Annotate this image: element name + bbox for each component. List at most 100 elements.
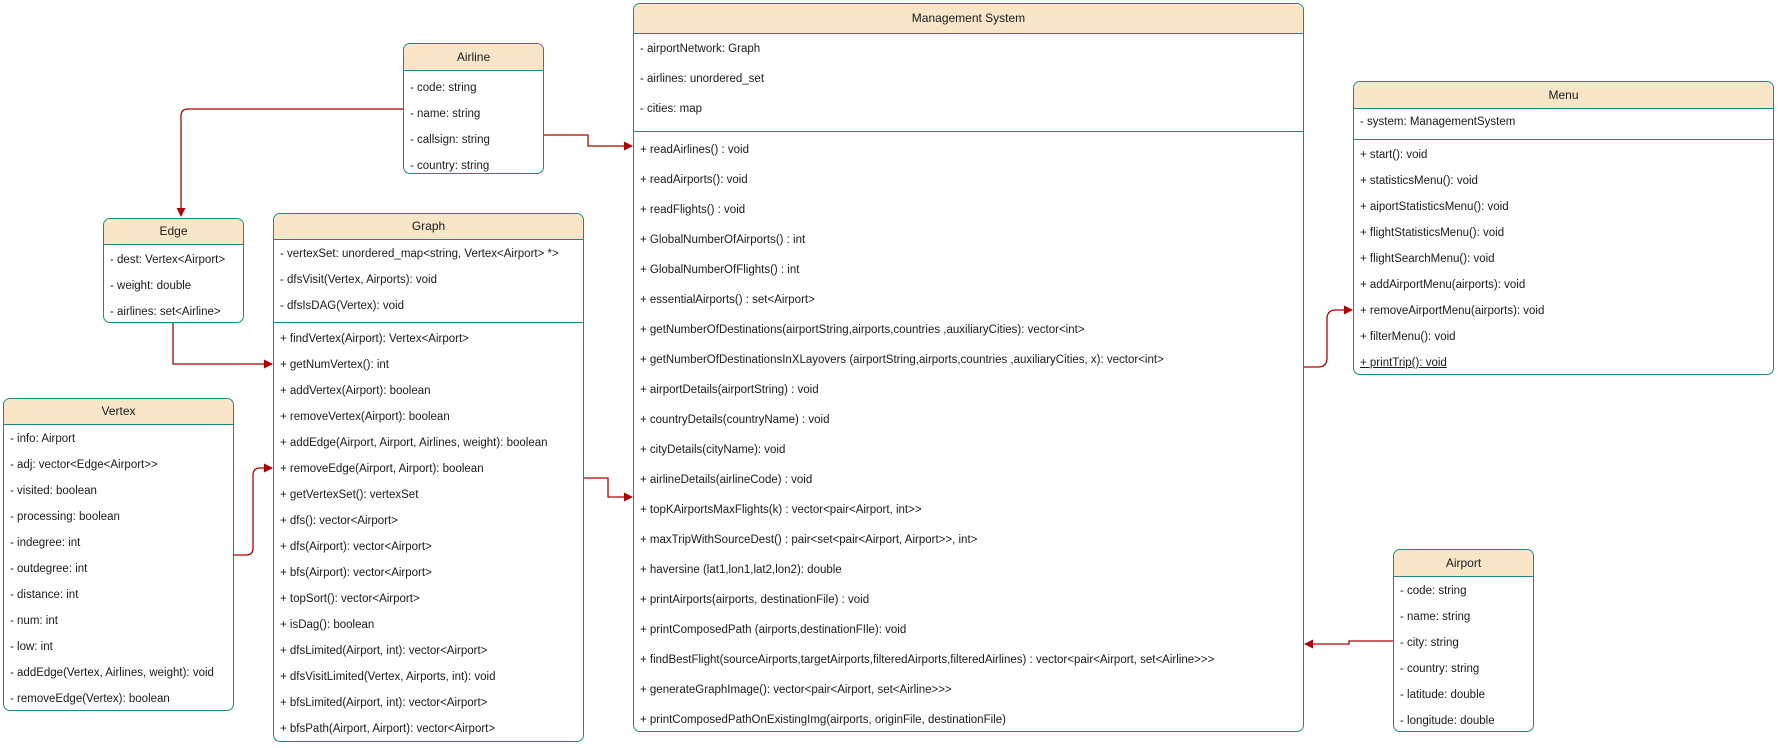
- method-row: + bfsPath(Airport, Airport): vector<Airp…: [280, 723, 496, 735]
- method-row: + addEdge(Airport, Airport, Airlines, we…: [280, 437, 548, 449]
- method-row: + bfs(Airport): vector<Airport>: [280, 567, 432, 579]
- section-divider: + readAirlines() : void + readAirports()…: [634, 131, 1303, 731]
- method-row: + haversine (lat1,lon1,lat2,lon2): doubl…: [640, 564, 842, 576]
- method-row: + airportDetails(airportString) : void: [640, 384, 819, 396]
- attribute-row: - distance: int: [10, 589, 79, 601]
- attribute-row: - system: ManagementSystem: [1360, 116, 1516, 128]
- method-row: + flightSearchMenu(): void: [1360, 253, 1495, 265]
- method-row: + readAirports(): void: [640, 174, 748, 186]
- method-row: + statisticsMenu(): void: [1360, 175, 1478, 187]
- method-row: + cityDetails(cityName): void: [640, 444, 786, 456]
- attribute-row: - visited: boolean: [10, 485, 97, 497]
- attributes-section: - code: string - name: string - city: st…: [1394, 577, 1533, 731]
- method-row: + addAirportMenu(airports): void: [1360, 279, 1526, 291]
- attribute-row: - processing: boolean: [10, 511, 120, 523]
- attribute-row: - code: string: [410, 82, 477, 94]
- attribute-row: - name: string: [1400, 611, 1471, 623]
- method-row: + removeVertex(Airport): boolean: [280, 411, 450, 423]
- method-row: + airlineDetails(airlineCode) : void: [640, 474, 813, 486]
- attribute-row: - indegree: int: [10, 537, 81, 549]
- method-row: + essentialAirports() : set<Airport>: [640, 294, 815, 306]
- method-row: + topKAirportsMaxFlights(k) : vector<pai…: [640, 504, 922, 516]
- attribute-row: - info: Airport: [10, 433, 76, 445]
- method-row: + getNumVertex(): int: [280, 359, 389, 371]
- method-row: + printComposedPath (airports,destinatio…: [640, 624, 907, 636]
- connector-airport-to-management: [1304, 639, 1393, 649]
- class-title: Edge: [104, 219, 243, 245]
- class-vertex[interactable]: Vertex - info: Airport - adj: vector<Edg…: [3, 398, 234, 711]
- method-row: + dfs(Airport): vector<Airport>: [280, 541, 432, 553]
- attributes-section: - info: Airport - adj: vector<Edge<Airpo…: [4, 425, 233, 710]
- attributes-section: - code: string - name: string - callsign…: [404, 71, 543, 173]
- method-row: + GlobalNumberOfFlights() : int: [640, 264, 800, 276]
- attribute-row: - low: int: [10, 641, 53, 653]
- method-row: + generateGraphImage(): vector<pair<Airp…: [640, 684, 952, 696]
- method-row: + dfsVisitLimited(Vertex, Airports, int)…: [280, 671, 496, 683]
- connector-airline-to-edge: [176, 108, 403, 217]
- class-airline[interactable]: Airline - code: string - name: string - …: [403, 43, 544, 174]
- method-row: + readFlights() : void: [640, 204, 746, 216]
- section-divider: + start(): void + statisticsMenu(): void…: [1354, 139, 1773, 374]
- method-row: + start(): void: [1360, 149, 1428, 161]
- class-airport[interactable]: Airport - code: string - name: string - …: [1393, 549, 1534, 732]
- attribute-row: - longitude: double: [1400, 715, 1495, 727]
- method-row: + bfsLimited(Airport, int): vector<Airpo…: [280, 697, 488, 709]
- attribute-row: - weight: double: [110, 280, 192, 292]
- method-row: + topSort(): vector<Airport>: [280, 593, 420, 605]
- class-title: Management System: [634, 4, 1303, 34]
- connector-graph-to-management: [584, 477, 633, 502]
- attribute-row: - code: string: [1400, 585, 1467, 597]
- attribute-row: - dest: Vertex<Airport>: [110, 254, 226, 266]
- method-row: + countryDetails(countryName) : void: [640, 414, 830, 426]
- method-row: + aiportStatisticsMenu(): void: [1360, 201, 1509, 213]
- method-row: + findBestFlight(sourceAirports,targetAi…: [640, 654, 1215, 666]
- attributes-section: - vertexSet: unordered_map<string, Verte…: [274, 240, 583, 322]
- class-management-system[interactable]: Management System - airportNetwork: Grap…: [633, 3, 1304, 732]
- connector-airline-to-management: [544, 134, 633, 151]
- method-row: + printComposedPathOnExistingImg(airport…: [640, 714, 1006, 726]
- attribute-row: - airportNetwork: Graph: [640, 43, 761, 55]
- attribute-row: - city: string: [1400, 637, 1459, 649]
- class-title: Graph: [274, 214, 583, 240]
- attribute-row: - num: int: [10, 615, 58, 627]
- attribute-row: - callsign: string: [410, 134, 490, 146]
- method-row: + filterMenu(): void: [1360, 331, 1456, 343]
- class-title: Airport: [1394, 550, 1533, 577]
- attribute-row: - outdegree: int: [10, 563, 88, 575]
- method-row: + isDag(): boolean: [280, 619, 375, 631]
- method-row: + getVertexSet(): vertexSet: [280, 489, 419, 501]
- attribute-row: - removeEdge(Vertex): boolean: [10, 693, 170, 705]
- class-edge[interactable]: Edge - dest: Vertex<Airport> - weight: d…: [103, 218, 244, 323]
- attribute-row: - airlines: unordered_set: [640, 73, 765, 85]
- connector-vertex-to-graph: [234, 463, 273, 556]
- method-row: + printAirports(airports, destinationFil…: [640, 594, 870, 606]
- method-row: + findVertex(Airport): Vertex<Airport>: [280, 333, 469, 345]
- class-title: Airline: [404, 44, 543, 71]
- method-row: + readAirlines() : void: [640, 144, 749, 156]
- section-divider: + findVertex(Airport): Vertex<Airport> +…: [274, 322, 583, 741]
- method-row: + getNumberOfDestinationsInXLayovers (ai…: [640, 354, 1164, 366]
- attribute-row: - addEdge(Vertex, Airlines, weight): voi…: [10, 667, 214, 679]
- attribute-row: - country: string: [410, 160, 490, 172]
- attribute-row: - country: string: [1400, 663, 1480, 675]
- attribute-row: - dfsIsDAG(Vertex): void: [280, 300, 404, 312]
- attribute-row: - latitude: double: [1400, 689, 1486, 701]
- class-graph[interactable]: Graph - vertexSet: unordered_map<string,…: [273, 213, 584, 742]
- attributes-section: - system: ManagementSystem: [1354, 109, 1773, 139]
- method-row: + dfs(): vector<Airport>: [280, 515, 398, 527]
- connector-management-to-menu: [1304, 305, 1353, 368]
- method-row: + GlobalNumberOfAirports() : int: [640, 234, 806, 246]
- attribute-row: - name: string: [410, 108, 481, 120]
- class-menu[interactable]: Menu - system: ManagementSystem + start(…: [1353, 81, 1774, 375]
- method-row: + removeAirportMenu(airports): void: [1360, 305, 1545, 317]
- method-row: + removeEdge(Airport, Airport): boolean: [280, 463, 484, 475]
- method-row: + getNumberOfDestinations(airportString,…: [640, 324, 1085, 336]
- attribute-row: - vertexSet: unordered_map<string, Verte…: [280, 248, 559, 260]
- attributes-section: - dest: Vertex<Airport> - weight: double…: [104, 245, 243, 322]
- method-row: + addVertex(Airport): boolean: [280, 385, 431, 397]
- method-row: + dfsLimited(Airport, int): vector<Airpo…: [280, 645, 488, 657]
- attribute-row: - cities: map: [640, 103, 702, 115]
- attributes-section: - airportNetwork: Graph - airlines: unor…: [634, 34, 1303, 131]
- class-title: Vertex: [4, 399, 233, 425]
- attribute-row: - dfsVisit(Vertex, Airports): void: [280, 274, 438, 286]
